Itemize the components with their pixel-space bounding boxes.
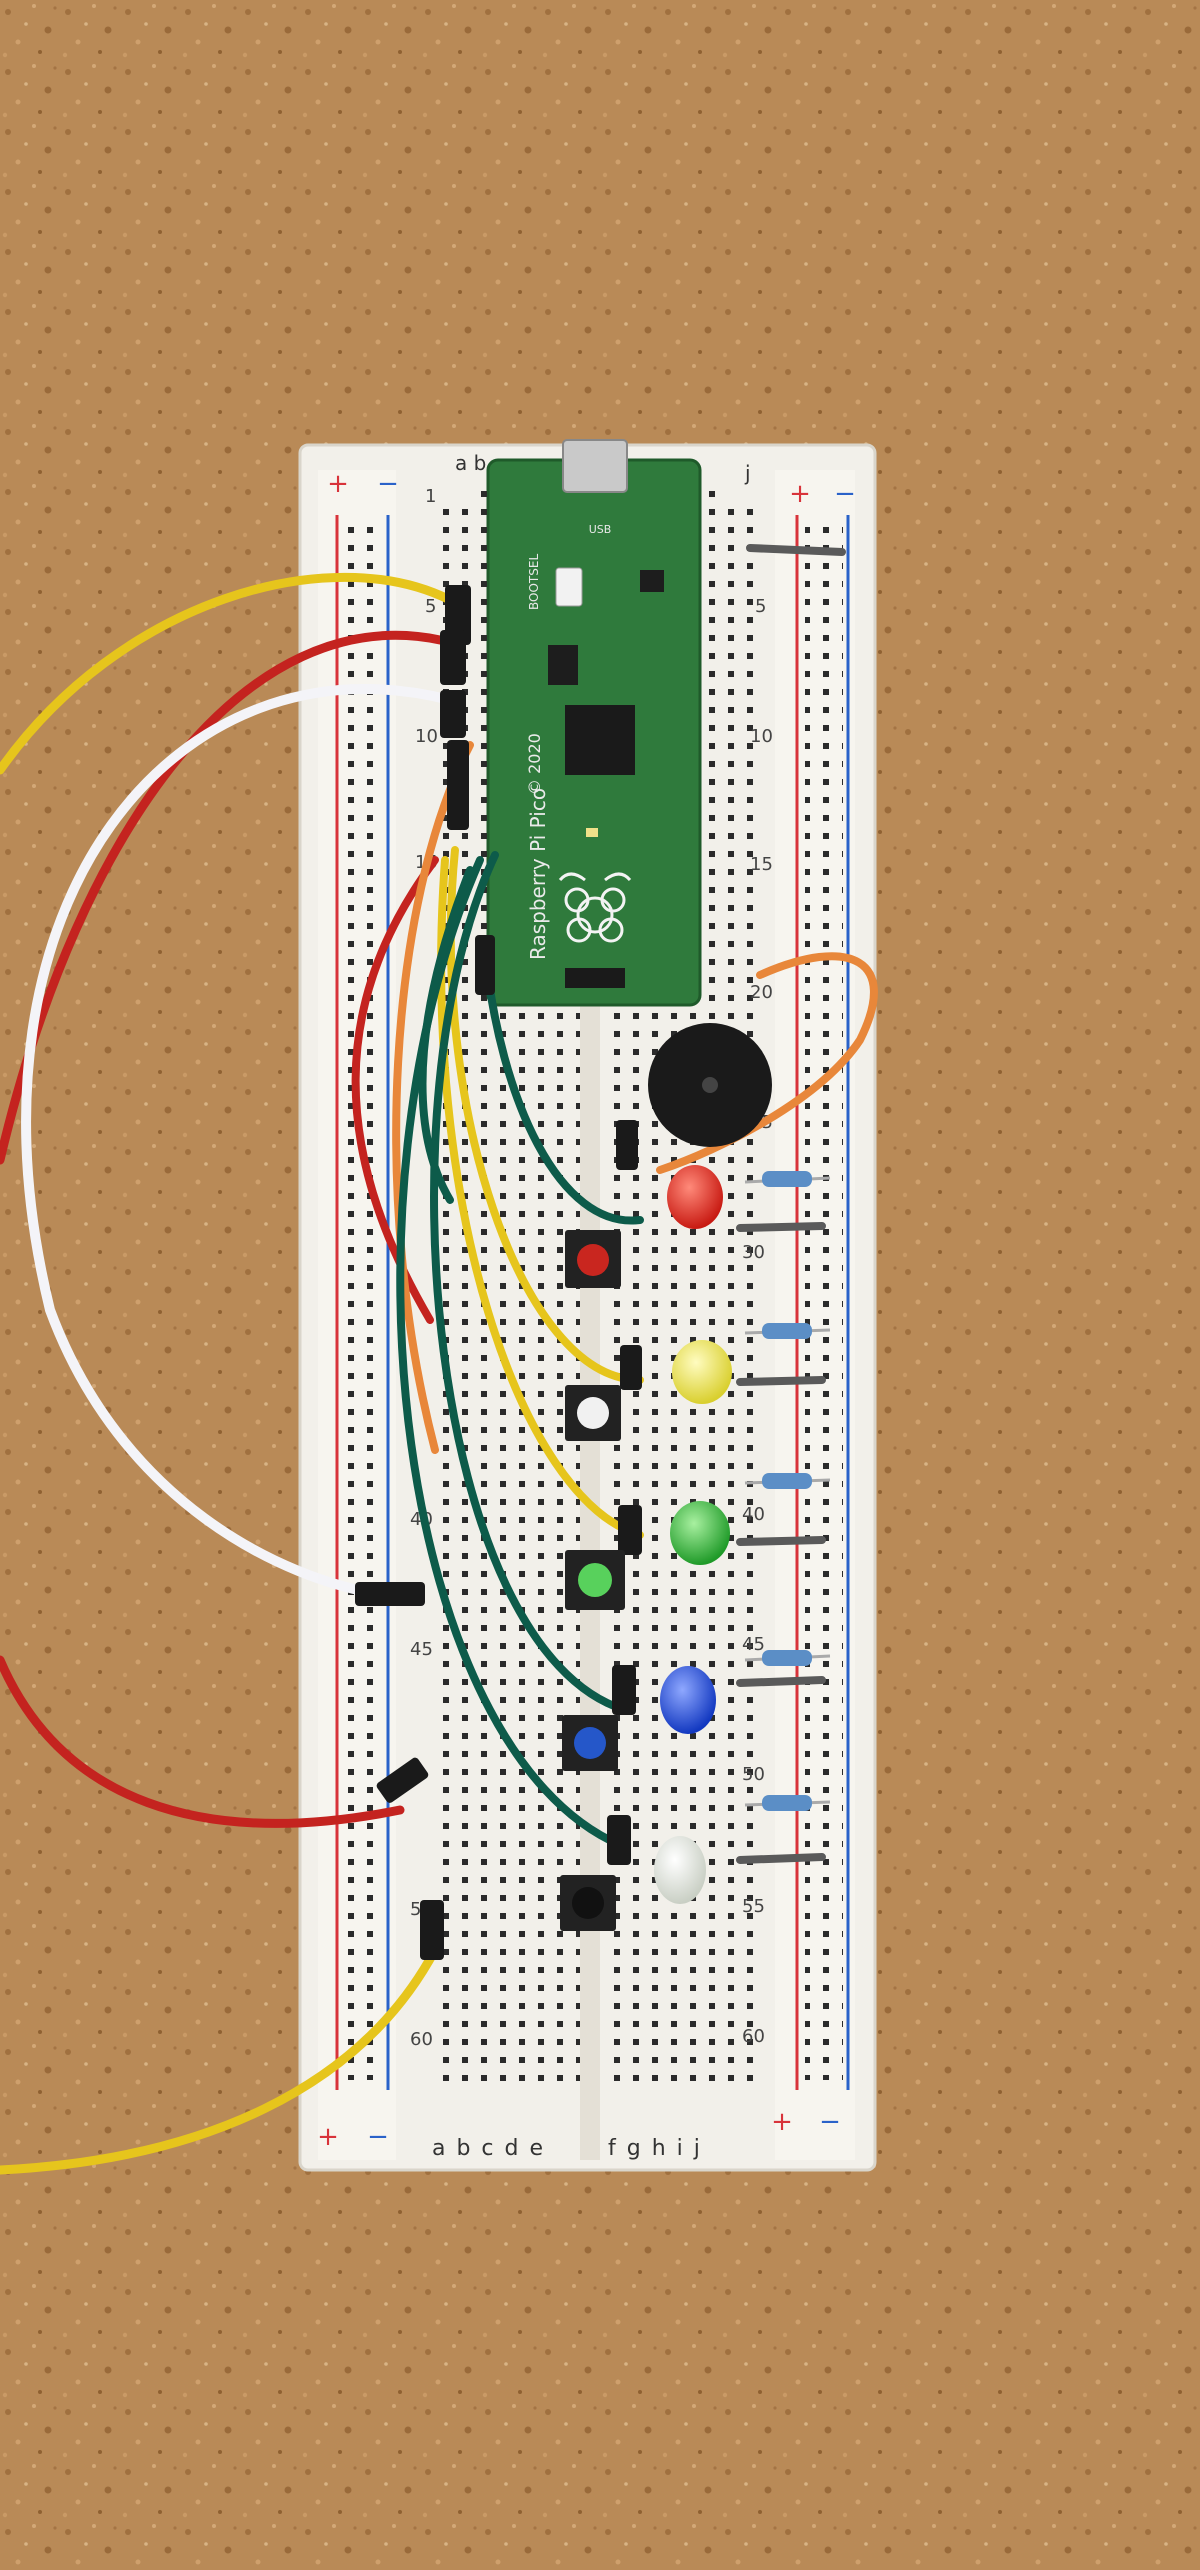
rail-minus-bottom-right: −: [819, 2107, 841, 2137]
leds: [654, 1165, 732, 1904]
bootsel-label: BOOTSEL: [527, 554, 541, 610]
green-led: [670, 1501, 730, 1565]
resistor: [744, 1650, 831, 1666]
row-number: 20: [750, 982, 773, 1003]
rail-plus-bottom-right: +: [771, 2107, 793, 2137]
row-number: 50: [742, 1764, 765, 1785]
red-led: [667, 1165, 723, 1229]
row-number: 45: [742, 1634, 765, 1655]
row-number: 30: [742, 1242, 765, 1263]
push-button-green[interactable]: [565, 1550, 625, 1610]
push-button-blue[interactable]: [562, 1715, 618, 1771]
red-wire-bottom: [0, 1655, 405, 1828]
pico-copyright: © 2020: [525, 733, 544, 795]
push-button-black[interactable]: [560, 1875, 616, 1931]
resistor: [744, 1323, 831, 1339]
row-number: 45: [410, 1639, 433, 1660]
push-button-white[interactable]: [565, 1385, 621, 1441]
column-letters-top-left: a b: [455, 451, 486, 475]
bootsel-button[interactable]: [555, 567, 583, 607]
resistor: [744, 1473, 831, 1489]
rail-plus-top-left: +: [327, 469, 349, 499]
rail-minus-top-right: −: [834, 479, 856, 509]
yellow-wire-top: [0, 572, 455, 775]
rail-plus-bottom-left: +: [317, 2122, 339, 2152]
row-number: 10: [415, 726, 438, 747]
resistor: [744, 1795, 831, 1811]
pico-logo-text: Raspberry Pi Pico: [526, 788, 550, 960]
green-wire-1: [481, 946, 644, 1225]
yellow-wire-board-2: [437, 856, 644, 1539]
row-number: 40: [742, 1504, 765, 1525]
white-led: [654, 1836, 706, 1904]
green-wire-4: [418, 866, 474, 1204]
debug-header: [565, 968, 625, 988]
push-button-red[interactable]: [565, 1230, 621, 1288]
row-numbers-right: 5 10 15 20 25 30 40 45 50 55 60: [742, 596, 773, 2047]
buzzer: [648, 1023, 772, 1147]
ground-links: [736, 544, 846, 1864]
column-letter-top-right: j: [744, 461, 751, 485]
rail-minus-top-left: −: [377, 469, 399, 499]
breadboard: + − + − + − + − a b j a b c d e f g h i …: [298, 443, 877, 2172]
row-number: 10: [750, 726, 773, 747]
jumper-wires: [0, 572, 878, 2175]
column-letters-bottom-right: f g h i j: [608, 2136, 702, 2161]
usb-label: USB: [589, 523, 612, 536]
rail-plus-top-right: +: [789, 479, 811, 509]
onboard-led: [586, 828, 598, 837]
rail-minus-bottom-left: −: [367, 2122, 389, 2152]
resistor: [744, 1171, 831, 1187]
yellow-wire-bottom: [0, 1945, 440, 2175]
rp2040-chip: [565, 705, 635, 775]
raspberry-logo-icon: [558, 872, 632, 943]
row-number: 55: [742, 1896, 765, 1917]
yellow-led: [672, 1340, 732, 1404]
row-number: 15: [750, 854, 773, 875]
row-number: 5: [755, 596, 766, 617]
yellow-wire-board-1: [446, 846, 644, 1384]
green-wire-2: [430, 851, 629, 1714]
row-number: 5: [425, 596, 436, 617]
row-number: 1: [425, 486, 436, 507]
usb-connector: [562, 439, 628, 493]
red-wire-board: [351, 856, 439, 1324]
push-buttons: [560, 1230, 625, 1931]
column-letters-bottom-left: a b c d e: [432, 2136, 545, 2161]
orange-wire-board: [392, 741, 474, 1454]
wire-connectors: [355, 585, 642, 1960]
white-wire: [21, 684, 455, 1600]
row-number: 60: [742, 2026, 765, 2047]
raspberry-pi-pico: USB BOOTSEL Raspberry Pi Pico © 2020: [470, 439, 718, 1007]
row-number: 60: [410, 2029, 433, 2050]
regulator-chip: [640, 570, 664, 592]
resistors: [744, 1171, 831, 1811]
blue-led: [660, 1666, 716, 1734]
flash-chip: [548, 645, 578, 685]
